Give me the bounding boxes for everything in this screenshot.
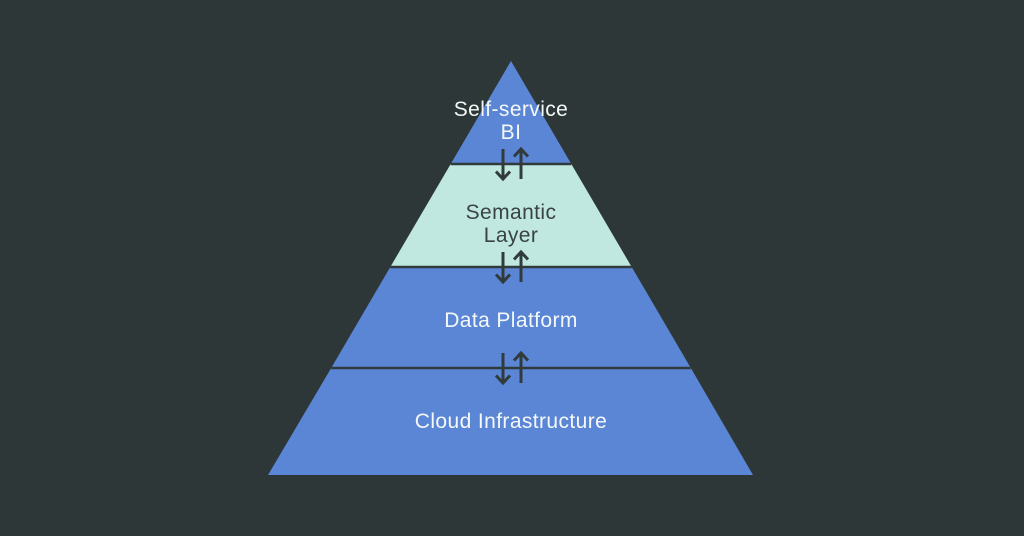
layer-label-semantic-line2: Layer	[484, 224, 539, 247]
down-arrow-icon	[494, 149, 512, 182]
down-arrow-icon	[494, 353, 512, 386]
pyramid-layer-cloud-infrastructure	[268, 368, 753, 475]
down-arrow-icon	[494, 252, 512, 285]
pyramid-layer-data-platform	[331, 267, 691, 368]
pyramid-layer-self-service-bi	[450, 61, 572, 164]
layer-label-data-platform: Data Platform	[444, 309, 578, 332]
layer-label-cloud-infrastructure: Cloud Infrastructure	[415, 410, 607, 433]
up-arrow-icon	[512, 350, 530, 383]
layer-label-self-service-line2: BI	[501, 121, 522, 144]
up-arrow-icon	[512, 249, 530, 282]
layer-label-self-service-line1: Self-service	[454, 98, 569, 121]
up-arrow-icon	[512, 146, 530, 179]
pyramid-layer-semantic-layer	[390, 164, 632, 267]
layer-label-semantic-line1: Semantic	[466, 201, 557, 224]
